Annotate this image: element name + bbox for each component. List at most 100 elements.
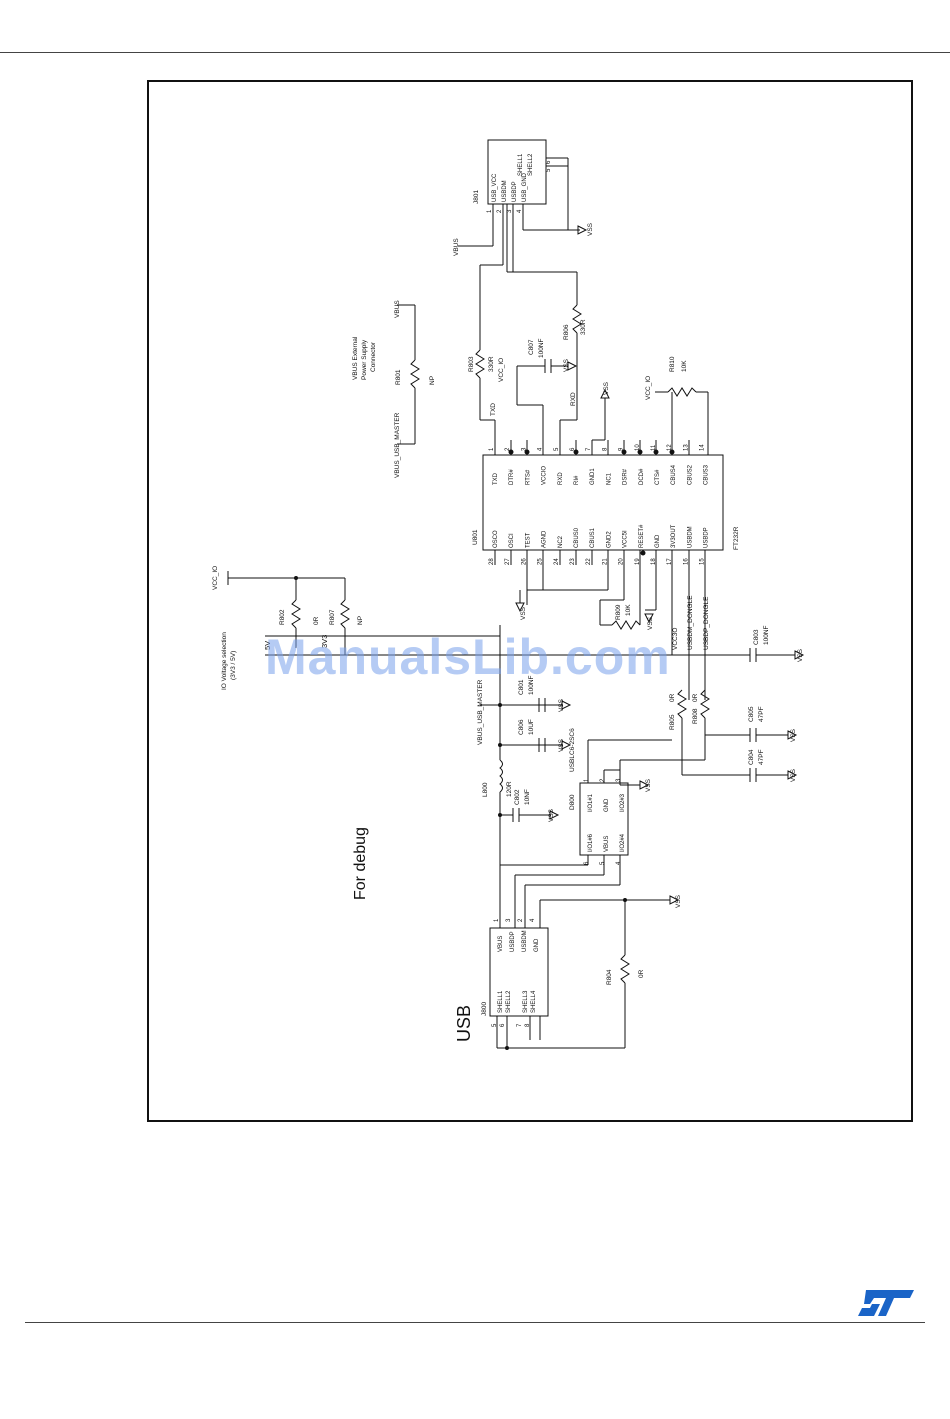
d800-pin-name: I/O1#6 — [588, 833, 594, 852]
u801-pin-number: 3 — [521, 447, 527, 451]
j800-shell-number: 7 — [517, 1023, 523, 1027]
r804-ref: R804 — [606, 969, 613, 985]
u801-pin-number: 25 — [538, 558, 544, 565]
c807-value: 100NF — [538, 338, 545, 358]
u801-pin-name: CTS# — [655, 469, 661, 485]
d800-pin-number: 4 — [616, 861, 622, 865]
io-voltage-sublabel: (3V3 / 5V) — [230, 651, 237, 680]
j800-pin-number: 4 — [530, 918, 536, 922]
j800-pin-name: VBUS — [498, 936, 504, 952]
j801-pin-number: 1 — [487, 209, 493, 213]
r802-ref: R802 — [279, 609, 286, 625]
r805-value: 0R — [669, 693, 676, 702]
u801-pin-name: GND2 — [606, 531, 612, 548]
d800-pin-number: 2 — [600, 778, 606, 782]
st-logo-icon — [858, 1290, 914, 1316]
u801-pin-name: RXD — [558, 472, 564, 485]
r809-ref: R809 — [615, 604, 622, 620]
c807-ref: C807 — [528, 339, 535, 355]
u801-pin-number: 14 — [700, 444, 706, 451]
r810-value: 10K — [681, 360, 688, 372]
d800-pin-name: I/O2#3 — [620, 793, 626, 812]
u801-pin-number: 15 — [700, 558, 706, 565]
c805-ref: C805 — [748, 706, 755, 722]
vss-gnd1: VSS — [603, 381, 610, 395]
c801-value: 100NF — [528, 675, 535, 695]
watermark: ManualsLib.com — [265, 629, 671, 685]
u801-pin-name: CBUS0 — [574, 527, 580, 548]
u801-pin-number: 17 — [667, 558, 673, 565]
u801-pin-number: 13 — [683, 444, 689, 451]
vcc-io-label: VCC_IO — [212, 566, 219, 590]
c802-ref: C802 — [514, 789, 521, 805]
vcc-io-u801: VCC_IO — [498, 358, 505, 382]
vcc3o-net: VCC3O — [672, 628, 679, 650]
vss-c805: VSS — [790, 728, 797, 742]
u801-pin-number: 18 — [651, 558, 657, 565]
u801-pin-name: CBUS4 — [671, 464, 677, 485]
vbus-usb-master-top: VBUS_USB_MASTER — [394, 412, 401, 478]
vss-c801: VSS — [558, 698, 565, 712]
u801-pin-name: OSCI — [509, 533, 515, 548]
u801-pin-number: 2 — [505, 447, 511, 451]
j800-shell-name: SHELL4 — [531, 990, 537, 1013]
label-5v: 5V — [263, 641, 272, 650]
j801-pin-name: USBDM — [502, 180, 508, 202]
r802-value: 0R — [313, 616, 320, 625]
c803-value: 100NF — [763, 625, 770, 645]
u801-pin-name: DCD# — [639, 468, 645, 485]
for-debug-title: For debug — [352, 827, 369, 900]
d800-pin-name: VBUS — [604, 836, 610, 852]
u801-pin-name: NC2 — [558, 535, 564, 548]
vss-u801: VSS — [520, 606, 527, 620]
d800-pin-name: GND — [604, 798, 610, 812]
u801-pin-number: 11 — [651, 444, 657, 451]
j801-pin-name: USB_GND — [522, 172, 528, 202]
vcc-io-r810: VCC_IO — [645, 376, 652, 400]
u801-pin-number: 28 — [489, 558, 495, 565]
u801-pin-name: AGND — [542, 530, 548, 548]
j800-shell-number: 6 — [500, 1023, 506, 1027]
j800-shell-number: 8 — [525, 1023, 531, 1027]
j801-pin-number: 6 — [546, 160, 552, 164]
u801-pin-name: VCCIO — [542, 466, 548, 485]
d800-pin-number: 1 — [584, 778, 590, 782]
u801-pin-number: 23 — [570, 558, 576, 565]
junction-dots — [294, 449, 675, 1050]
j801-pin-number: 2 — [497, 209, 503, 213]
u801-pin-name: NC1 — [606, 472, 612, 485]
c806-ref: C806 — [518, 719, 525, 735]
vss-label-j801: VSS — [587, 222, 594, 236]
u801-pin-number: 10 — [635, 444, 641, 451]
vbus-ext-label-1: VBUS External — [352, 336, 359, 380]
c805-value: 47PF — [758, 706, 765, 722]
j800-pin-number: 3 — [506, 918, 512, 922]
u801-pin-number: 20 — [619, 558, 625, 565]
r809-value: 10K — [625, 604, 632, 616]
header-rule — [0, 52, 950, 53]
u801-pin-name: RTS# — [525, 469, 531, 485]
j801-pin-name: SHELL2 — [528, 153, 534, 176]
vss-c803: VSS — [797, 648, 804, 662]
d800-pin-name: I/O1#1 — [588, 793, 594, 812]
r805-ref: R805 — [669, 714, 676, 730]
vbus-label-j801: VBUS — [453, 238, 460, 256]
j800-pin-number: 2 — [518, 918, 524, 922]
u801-pin-name: VCC5I — [623, 530, 629, 548]
j800-pin-name: USBDM — [522, 930, 528, 952]
u801-pin-number: 19 — [635, 558, 641, 565]
pin-labels: TXD1DTR#2RTS#3VCCIO4RXD5RI#6GND17NC18DSR… — [487, 153, 710, 1027]
c804-ref: C804 — [748, 749, 755, 765]
u801-ref: U801 — [472, 529, 479, 545]
u801-pin-number: 12 — [667, 444, 673, 451]
u801-pin-name: RI# — [574, 475, 580, 485]
u801-pin-name: GND — [655, 534, 661, 548]
r804-value: 0R — [638, 969, 645, 978]
d800-pin-number: 5 — [600, 861, 606, 865]
u801-pin-name: TEST — [525, 532, 531, 548]
d800-ref: D800 — [569, 794, 576, 810]
l800-value: 120R — [506, 781, 513, 797]
u801-pin-number: 26 — [521, 558, 527, 565]
